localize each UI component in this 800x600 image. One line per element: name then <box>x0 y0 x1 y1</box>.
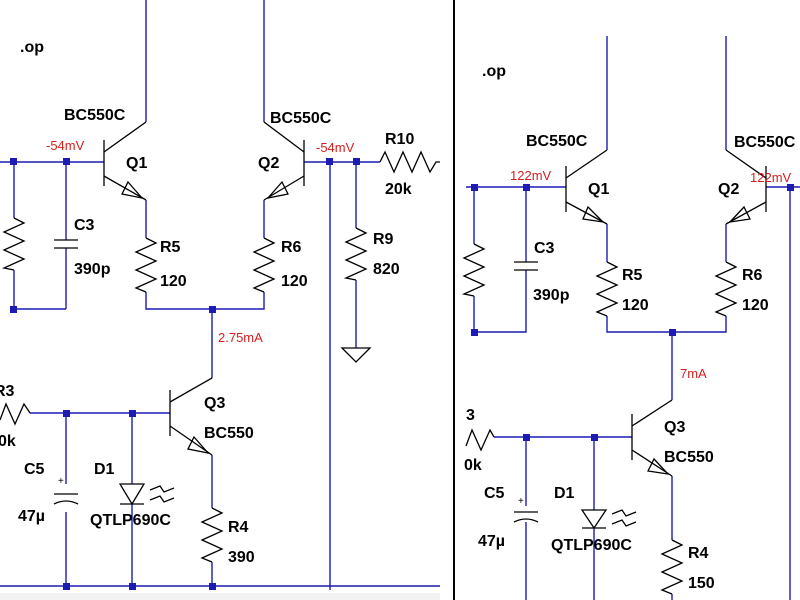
svg-text:+: + <box>58 476 64 487</box>
svg-text:+: + <box>518 496 524 507</box>
right-q1-symbol <box>565 149 608 225</box>
left-q2-ref: Q2 <box>258 155 279 172</box>
right-r5-ref: R5 <box>622 267 643 284</box>
left-bias-resistor-symbol <box>1 217 26 271</box>
left-tail-current: 2.75mA <box>218 330 263 345</box>
right-q2-symbol <box>725 149 767 225</box>
right-q1-base-voltage: 122mV <box>510 168 552 183</box>
right-r4-symbol <box>660 539 684 595</box>
right-c5-value: 47µ <box>478 533 505 550</box>
left-r3-ref: R3 <box>0 383 15 400</box>
right-r3-value: 0k <box>464 457 482 474</box>
right-c3-value: 390p <box>533 287 570 304</box>
right-junctions <box>471 184 794 441</box>
left-r4-symbol <box>200 507 224 563</box>
left-q1-ref: Q1 <box>126 155 147 172</box>
right-q3-ref: Q3 <box>664 419 685 436</box>
left-r3-value: 0k <box>0 433 16 450</box>
left-schematic: + .op BC550C Q1 BC550C Q2 C3 390p R5 120… <box>0 0 440 590</box>
right-q3-model: BC550 <box>664 449 714 466</box>
left-q1-symbol <box>103 121 147 201</box>
left-q2-model: BC550C <box>270 110 332 127</box>
right-r4-value: 150 <box>688 575 715 592</box>
left-r5-value: 120 <box>160 273 187 290</box>
right-q2-base-voltage: 122mV <box>750 170 792 185</box>
left-q3-model: BC550 <box>204 425 254 442</box>
left-c3-symbol <box>54 239 78 249</box>
right-d1-ref: D1 <box>554 485 575 502</box>
left-r6-symbol <box>252 237 276 293</box>
right-r5-symbol <box>595 261 619 317</box>
left-r4-value: 390 <box>228 549 255 566</box>
right-q2-ref: Q2 <box>718 181 739 198</box>
left-junctions <box>10 158 360 590</box>
left-q3-symbol <box>169 377 213 456</box>
left-r6-value: 120 <box>281 273 308 290</box>
left-d1-model: QTLP690C <box>90 512 171 529</box>
left-r4-ref: R4 <box>228 519 249 536</box>
right-q1-ref: Q1 <box>588 181 609 198</box>
left-d1-led-symbol <box>118 483 175 506</box>
right-c3-symbol <box>514 261 538 271</box>
right-c3-ref: C3 <box>534 240 555 257</box>
right-q3-symbol <box>631 399 673 477</box>
right-r6-value: 120 <box>742 297 769 314</box>
left-q1-model: BC550C <box>64 107 126 124</box>
left-q1-base-voltage: -54mV <box>46 138 85 153</box>
left-r6-ref: R6 <box>281 239 302 256</box>
right-r6-symbol <box>714 261 738 317</box>
right-q1-model: BC550C <box>526 133 588 150</box>
right-d1-model: QTLP690C <box>551 537 632 554</box>
right-q2-model: BC550C <box>734 134 796 151</box>
left-r3-symbol <box>0 402 31 426</box>
right-bias-resistor-symbol <box>461 243 486 297</box>
right-r6-ref: R6 <box>742 267 763 284</box>
left-r9-ref: R9 <box>373 231 394 248</box>
left-bottom-strip <box>0 593 440 600</box>
left-c5-symbol: + <box>53 476 79 505</box>
left-op-directive: .op <box>20 39 44 56</box>
right-r5-value: 120 <box>622 297 649 314</box>
right-d1-led-symbol <box>580 509 637 530</box>
left-q2-base-voltage: -54mV <box>316 140 355 155</box>
right-r3-ref: 3 <box>466 407 475 424</box>
left-ground-symbol <box>340 347 372 363</box>
left-r9-symbol <box>343 227 368 281</box>
left-c5-value: 47µ <box>18 508 45 525</box>
right-op-directive: .op <box>482 63 506 80</box>
left-d1-ref: D1 <box>94 461 115 478</box>
right-r4-ref: R4 <box>688 545 709 562</box>
left-r9-value: 820 <box>373 261 400 278</box>
right-wires <box>466 36 800 600</box>
right-c5-symbol: + <box>513 496 539 523</box>
left-q2-symbol <box>263 121 305 201</box>
right-r3-symbol <box>465 428 495 452</box>
right-tail-current: 7mA <box>680 366 707 381</box>
left-c5-ref: C5 <box>24 461 45 478</box>
right-schematic: + .op BC550C Q1 BC550C Q2 C3 390p R5 120… <box>461 36 800 600</box>
left-r10-symbol <box>379 150 440 174</box>
right-c5-ref: C5 <box>484 485 505 502</box>
left-r5-symbol <box>134 237 158 293</box>
left-c3-ref: C3 <box>74 217 95 234</box>
left-wires <box>0 0 440 590</box>
left-r10-value: 20k <box>385 181 412 198</box>
left-r5-ref: R5 <box>160 239 181 256</box>
left-c3-value: 390p <box>74 261 111 278</box>
left-r10-ref: R10 <box>385 131 414 148</box>
left-q3-ref: Q3 <box>204 395 225 412</box>
